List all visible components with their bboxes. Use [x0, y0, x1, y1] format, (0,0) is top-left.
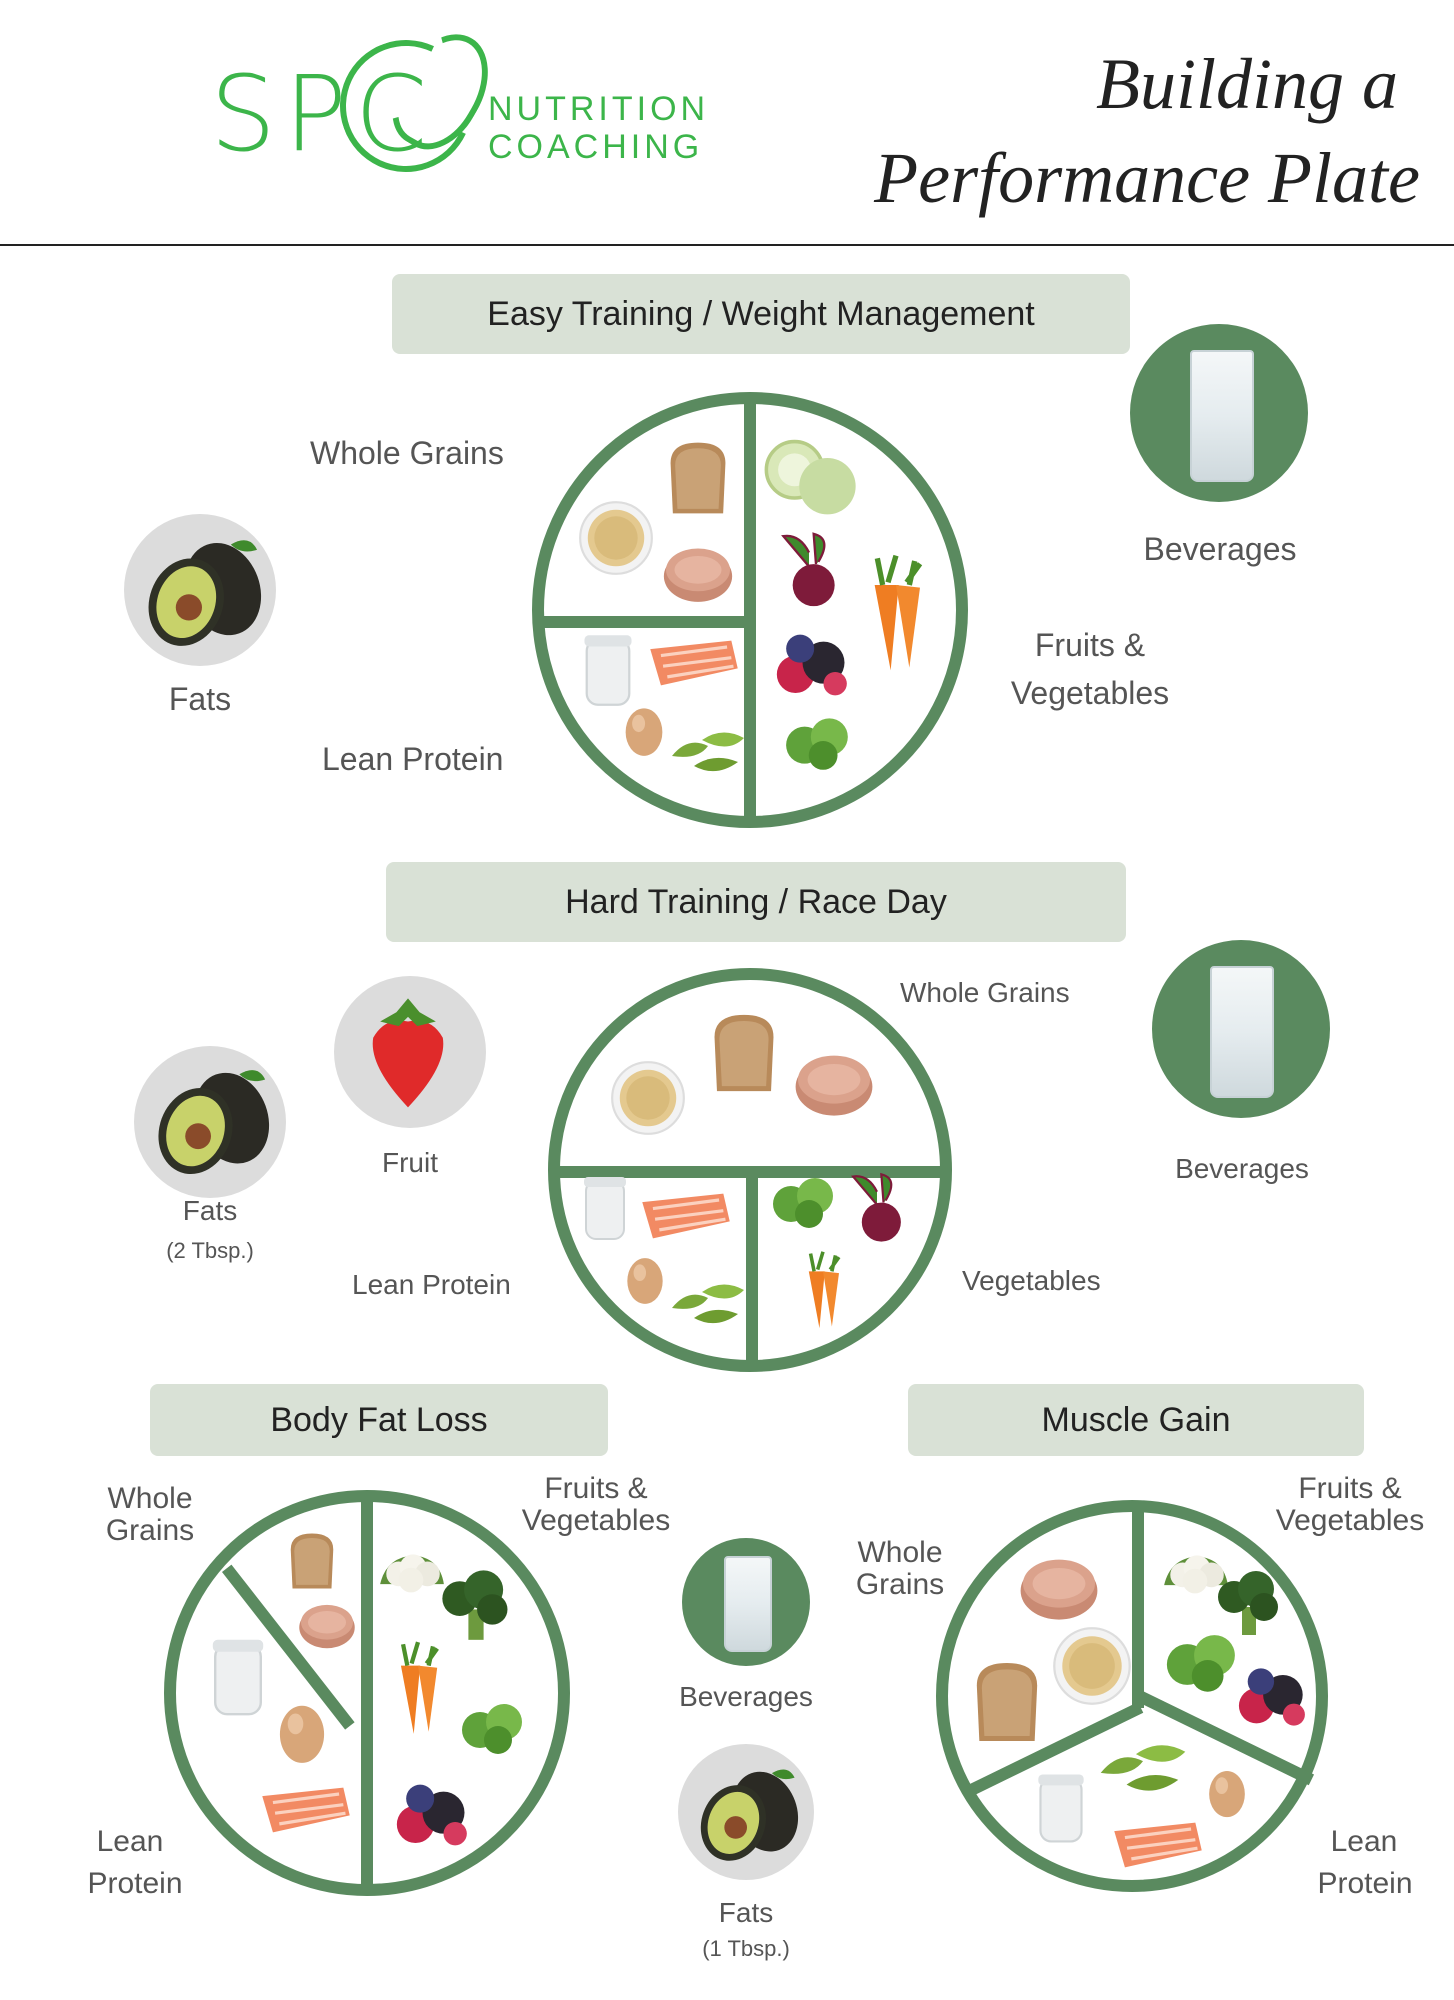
banner-muscle-gain: Muscle Gain	[908, 1384, 1364, 1456]
plate-divider	[744, 404, 756, 816]
water-glass-icon	[724, 1556, 772, 1652]
salmon-icon	[1110, 1818, 1206, 1872]
plate-divider	[746, 1172, 758, 1362]
label-lean-protein-line2: Protein	[87, 1867, 183, 1900]
avocado-icon	[686, 1764, 808, 1866]
rice-cake-icon	[1016, 1550, 1102, 1622]
edamame-icon	[668, 724, 748, 778]
page-title-line2: Performance Plate	[874, 138, 1420, 218]
label-vegetables: Vegetables	[962, 1265, 1101, 1296]
water-glass-icon	[1190, 350, 1254, 482]
label-lean-protein: Lean Protein	[352, 1269, 511, 1300]
egg-icon	[276, 1700, 328, 1766]
fats-portion-note: (1 Tbsp.)	[702, 1936, 790, 1961]
banner-easy-training: Easy Training / Weight Management	[392, 274, 1130, 354]
avocado-icon	[142, 1064, 280, 1180]
bread-icon	[968, 1658, 1046, 1746]
brussels-sprouts-icon	[458, 1696, 528, 1756]
water-glass-icon	[1210, 966, 1274, 1098]
label-fruits-vegetables-line1: Fruits &	[1298, 1472, 1402, 1505]
brussels-sprouts-icon	[768, 1170, 840, 1230]
label-whole-grains: Whole Grains	[900, 977, 1070, 1008]
egg-icon	[1206, 1766, 1248, 1820]
berries-icon	[392, 1780, 474, 1850]
logo-line-nutrition: NUTRITION	[488, 90, 710, 128]
label-beverages: Beverages	[1143, 531, 1297, 567]
label-lean-protein: Lean Protein	[322, 741, 504, 777]
plate-divider	[361, 1502, 373, 1884]
yogurt-icon	[208, 1630, 268, 1724]
carrot-icon	[386, 1618, 450, 1758]
banner-hard-training: Hard Training / Race Day	[386, 862, 1126, 942]
rice-cake-icon	[296, 1598, 358, 1650]
bread-icon	[704, 1010, 784, 1096]
bread-icon	[282, 1530, 342, 1592]
rice-cake-icon	[792, 1046, 876, 1118]
carrot-icon	[856, 538, 936, 688]
label-lean-protein-line2: Protein	[1317, 1867, 1413, 1900]
yogurt-icon	[580, 630, 636, 710]
label-whole-grains-line2: Grains	[855, 1568, 945, 1601]
beet-icon	[842, 1170, 912, 1246]
label-whole-grains-line1: Whole	[107, 1482, 193, 1515]
fats-portion-note: (2 Tbsp.)	[166, 1238, 254, 1263]
label-fats: Fats	[168, 681, 232, 717]
egg-icon	[622, 704, 666, 758]
label-lean-protein-line1: Lean	[96, 1825, 164, 1858]
quinoa-icon	[1052, 1626, 1132, 1706]
header-divider	[0, 244, 1454, 246]
edamame-icon	[1096, 1736, 1190, 1798]
label-beverages: Beverages	[1175, 1153, 1309, 1184]
label-whole-grains-line2: Grains	[105, 1514, 195, 1547]
salmon-icon	[638, 1188, 734, 1244]
carrot-icon	[788, 1250, 858, 1330]
avocado-icon	[132, 534, 272, 652]
label-fruits-vegetables-line1: Fruits &	[1034, 627, 1146, 663]
melon-icon	[764, 436, 858, 520]
bread-icon	[660, 438, 736, 518]
label-whole-grains: Whole Grains	[310, 435, 504, 471]
edamame-icon	[668, 1276, 748, 1330]
berries-icon	[1234, 1664, 1312, 1730]
label-lean-protein-line1: Lean	[1330, 1825, 1398, 1858]
rice-cake-icon	[660, 540, 736, 604]
logo-letters: SPC	[210, 53, 436, 175]
label-fruits-vegetables-line2: Vegetables	[1275, 1504, 1425, 1537]
label-fats: Fats	[718, 1897, 774, 1928]
plate-divider	[544, 616, 750, 628]
label-fruit: Fruit	[382, 1147, 438, 1178]
egg-icon	[624, 1254, 666, 1306]
plate-hard	[548, 968, 952, 1372]
label-beverages: Beverages	[679, 1681, 813, 1712]
salmon-icon	[258, 1782, 354, 1838]
logo-line-coaching: COACHING	[488, 128, 704, 166]
yogurt-icon	[1034, 1770, 1088, 1846]
quinoa-icon	[578, 500, 654, 576]
banner-body-fat-loss: Body Fat Loss	[150, 1384, 608, 1456]
label-fruits-vegetables-line1: Fruits &	[544, 1472, 648, 1505]
page-title-line1: Building a	[1096, 44, 1398, 124]
berries-icon	[772, 630, 854, 700]
quinoa-icon	[610, 1060, 686, 1136]
label-fats: Fats	[182, 1195, 238, 1226]
salmon-icon	[646, 636, 742, 690]
plate-divider	[1132, 1512, 1144, 1708]
label-fruits-vegetables-line2: Vegetables	[1010, 675, 1170, 711]
beet-icon	[774, 528, 844, 612]
strawberry-icon	[360, 996, 456, 1112]
yogurt-icon	[580, 1172, 630, 1244]
label-whole-grains-line1: Whole	[857, 1536, 943, 1569]
label-fruits-vegetables-line2: Vegetables	[521, 1504, 671, 1537]
brussels-sprouts-icon	[782, 710, 854, 772]
brussels-sprouts-icon	[1162, 1626, 1242, 1694]
